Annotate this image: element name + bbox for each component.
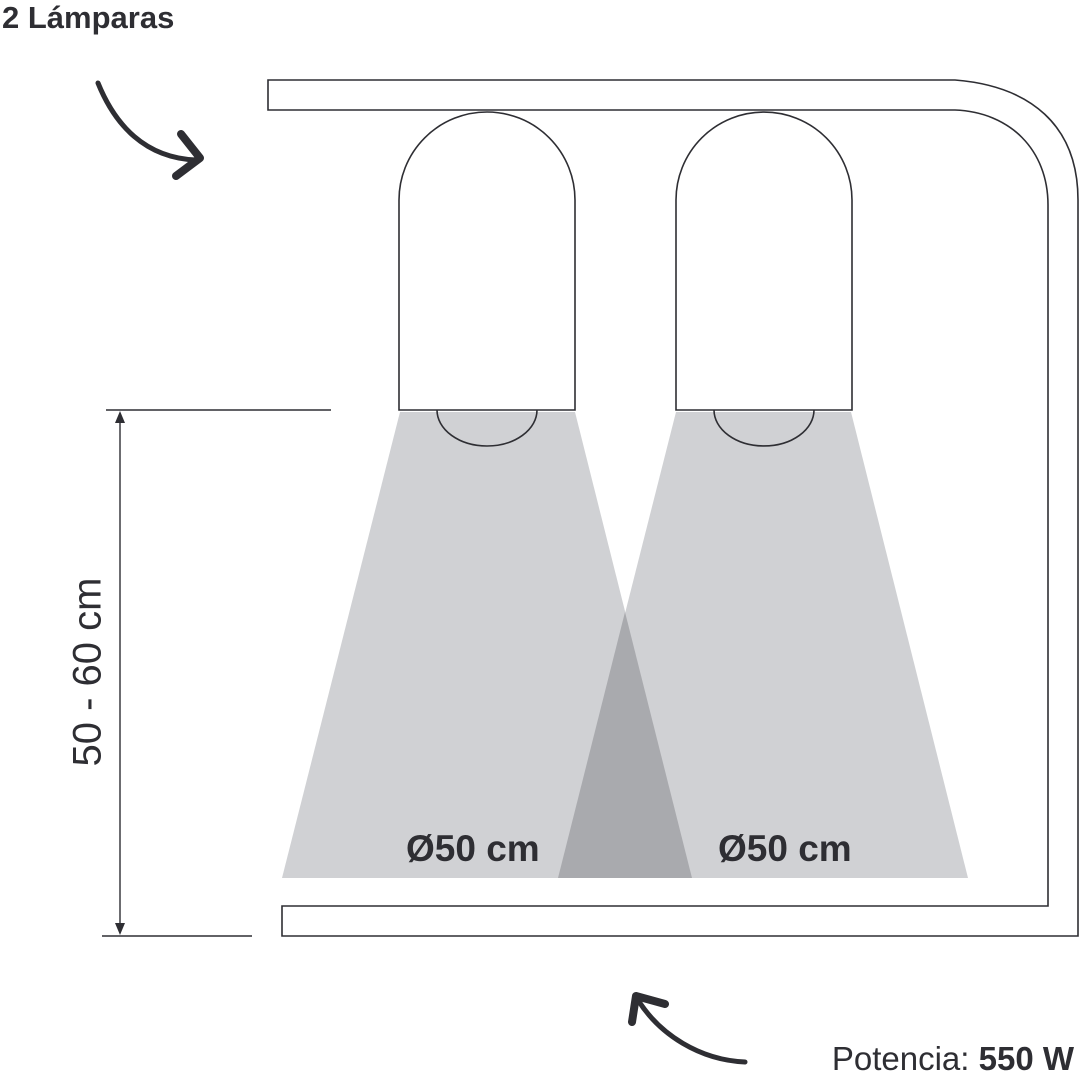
power-label: Potencia: bbox=[831, 1040, 970, 1077]
frame-outline bbox=[267, 79, 1079, 937]
dimension-arrowhead-top bbox=[115, 411, 125, 423]
curved-arrow-icon bbox=[95, 80, 204, 180]
lamp-housing-right bbox=[675, 111, 853, 411]
diameter-label-right: Ø50 cm bbox=[718, 828, 852, 869]
bulb-right bbox=[713, 409, 815, 447]
dimension-arrowhead-bottom bbox=[115, 923, 125, 935]
title: 2 Lámparas bbox=[2, 0, 175, 35]
height-dimension-text: 50 - 60 cm bbox=[65, 577, 110, 767]
light-beam-overlap bbox=[558, 612, 692, 878]
diameter-label-left: Ø50 cm bbox=[406, 828, 540, 869]
curved-arrow-icon bbox=[628, 992, 748, 1065]
power-info: Potencia: 550 W bbox=[832, 1040, 1074, 1078]
power-value: 550 W bbox=[978, 1040, 1074, 1077]
lamp-housing-left bbox=[398, 111, 576, 411]
bulb-left bbox=[436, 409, 538, 447]
